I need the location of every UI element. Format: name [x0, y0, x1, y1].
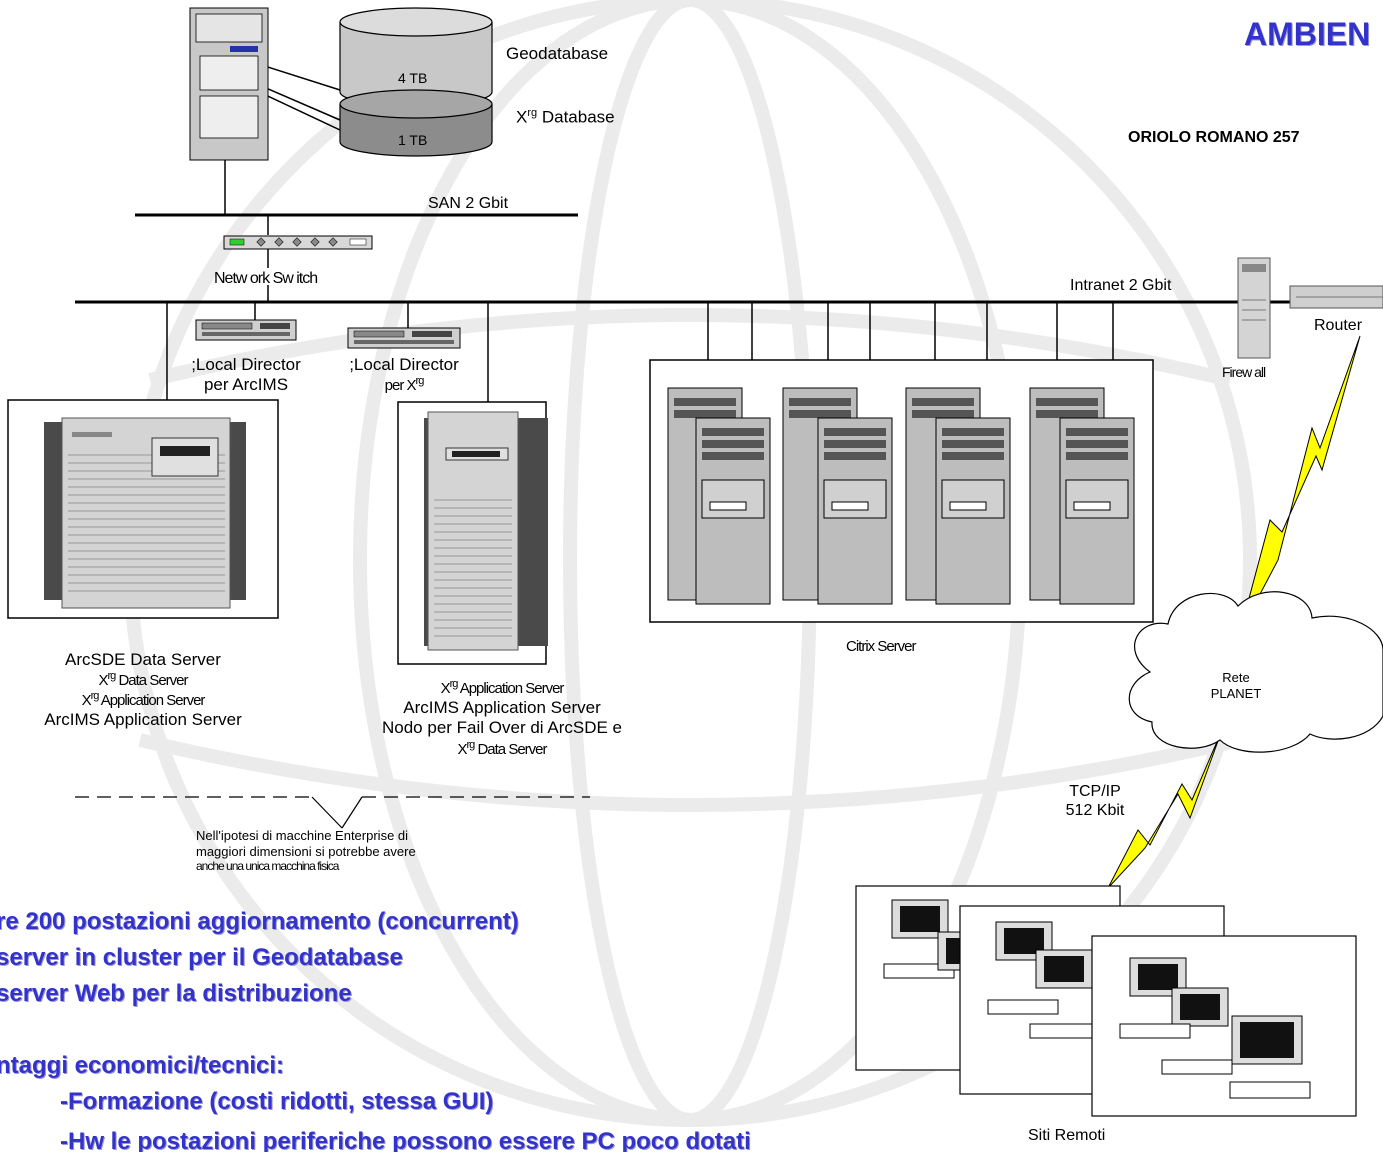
firewall-label: Firew all [1222, 364, 1266, 380]
enterprise-server-icon [44, 417, 246, 609]
local-director-1-label: ;Local Director per ArcIMS [191, 355, 301, 395]
lightning-bolt-top [1239, 335, 1361, 633]
citrix-servers [667, 387, 1135, 605]
bullet-5: -Formazione (costi ridotti, stessa GUI) [60, 1088, 494, 1115]
geodatabase-size: 4 TB [398, 70, 428, 86]
lightning-bolt-bottom [1107, 729, 1223, 889]
geodatabase-disk-icon [339, 7, 493, 107]
citrix-label: Citrix Server [846, 638, 917, 655]
note-brace [75, 796, 590, 829]
switch-label: Netw ork Sw itch [214, 270, 318, 287]
xrg-database-label: Xrg Database [516, 107, 615, 127]
remote-sites-label: Siti Remoti [1028, 1127, 1106, 1144]
remote-sites-icon [855, 885, 1357, 1117]
middle-server-caption: Xrg Application Server ArcIMS Applicatio… [382, 678, 622, 758]
bullet-2: server in cluster per il Geodatabase [0, 944, 403, 971]
geodatabase-label: Geodatabase [506, 44, 609, 63]
local-director-1-icon [195, 319, 297, 341]
local-director-2-label: ;Local Director per Xrg [349, 355, 459, 395]
cloud-label: Rete PLANET [1210, 670, 1262, 701]
local-director-2-icon [347, 327, 461, 349]
note-text: Nell'ipotesi di macchine Enterprise di m… [196, 828, 416, 874]
bullet-3: server Web per la distribuzione [0, 980, 352, 1007]
intranet-label: Intranet 2 Gbit [1070, 277, 1172, 294]
left-server-caption: ArcSDE Data Server Xrg Data Server Xrg A… [44, 650, 242, 730]
cloud-icon [1128, 591, 1383, 753]
router-icon [1289, 285, 1383, 309]
switch-icon [223, 235, 373, 250]
firewall-icon [1237, 257, 1271, 359]
bullet-4: ntaggi economici/tecnici: [0, 1052, 285, 1079]
san-label: SAN 2 Gbit [428, 195, 509, 212]
tower-server-icon [424, 411, 548, 651]
tcp-label: TCP/IP 512 Kbit [1065, 783, 1125, 820]
bullet-1: re 200 postazioni aggiornamento (concurr… [0, 908, 519, 935]
xrg-database-size: 1 TB [398, 132, 428, 148]
xrg-database-disk-icon [339, 89, 493, 157]
bullet-6: -Hw le postazioni periferiche possono es… [60, 1128, 751, 1152]
page-title: AMBIEN [1244, 16, 1371, 52]
storage-tower-icon [189, 7, 269, 161]
router-label: Router [1314, 317, 1363, 334]
site-label: ORIOLO ROMANO 257 [1128, 129, 1300, 146]
